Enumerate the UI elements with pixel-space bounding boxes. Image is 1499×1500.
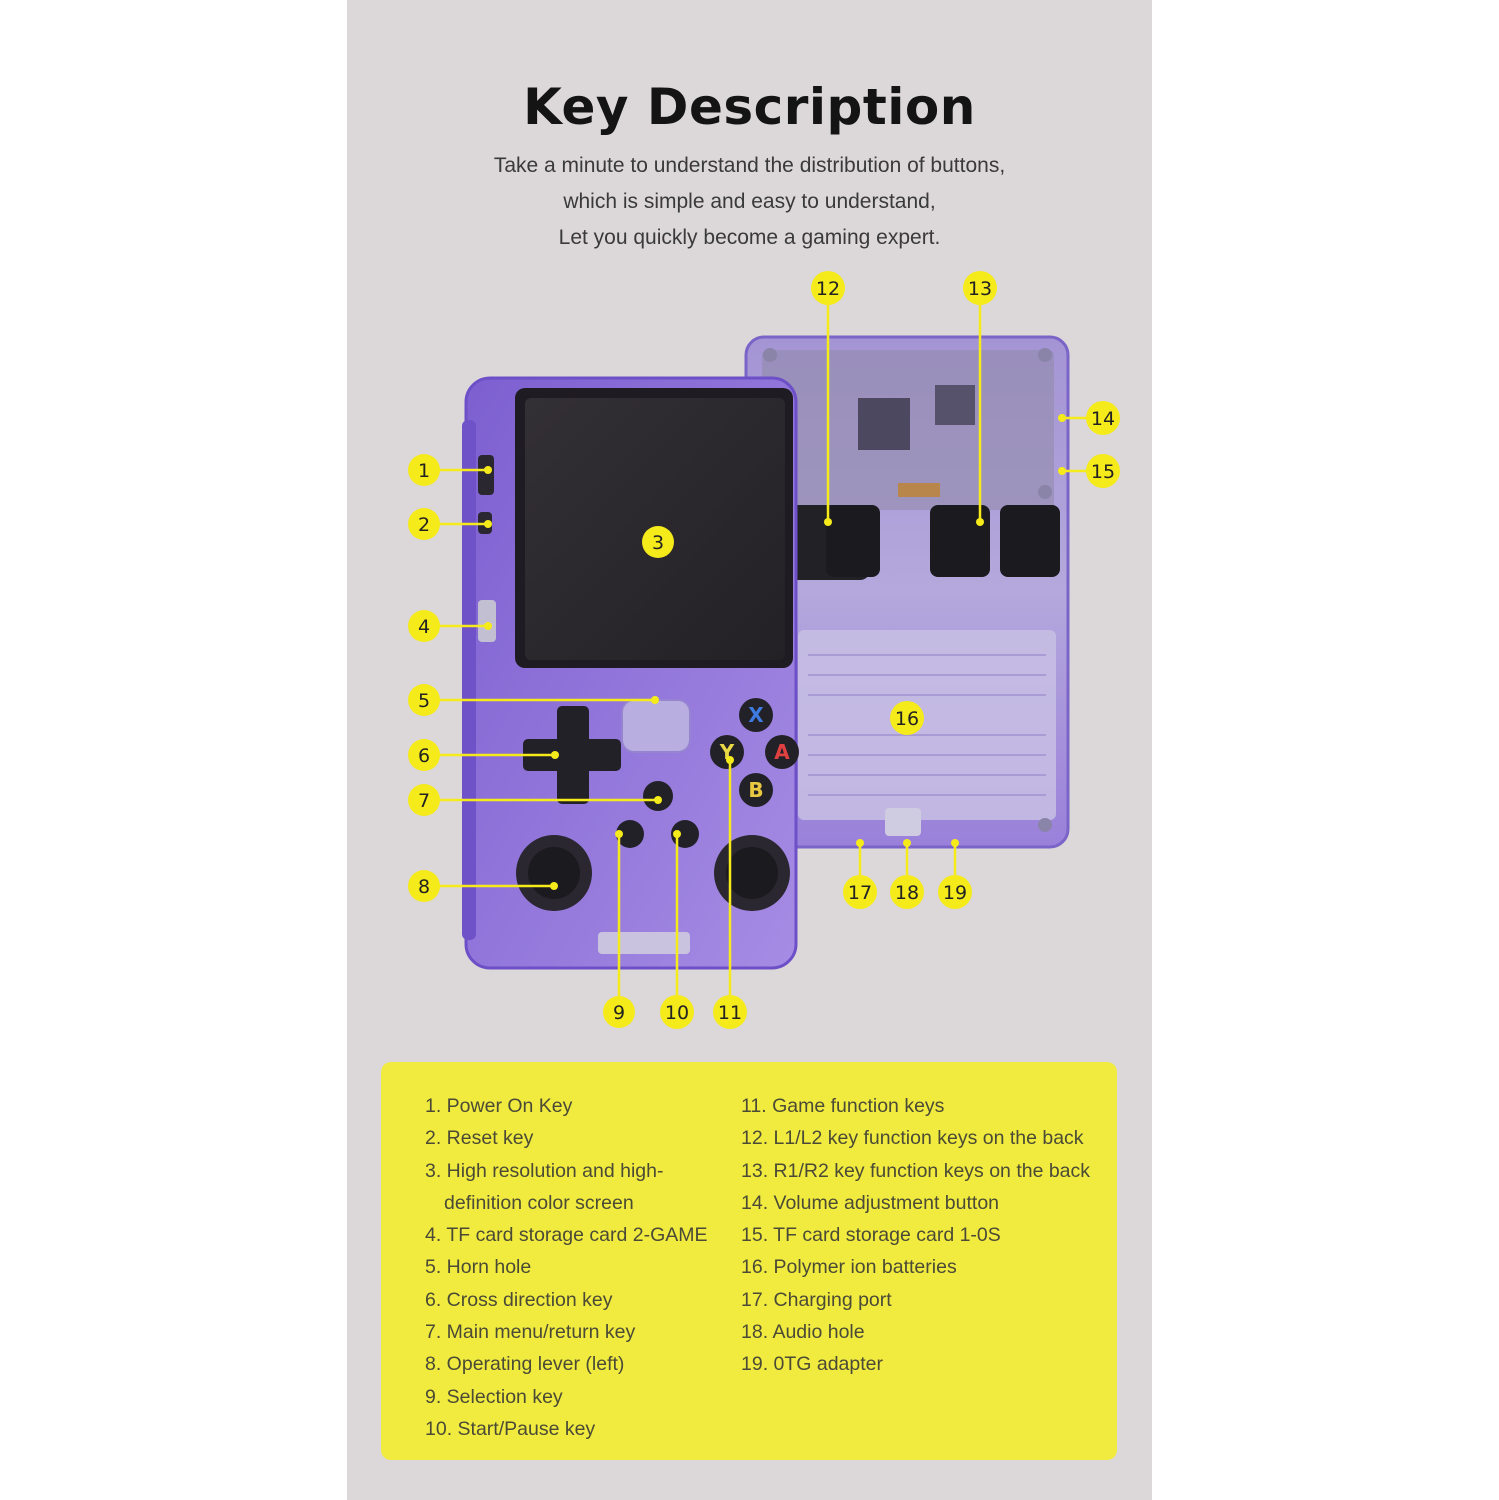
legend-item: 13. R1/R2 key function keys on the back (741, 1159, 1091, 1182)
legend-item: 5. Horn hole (425, 1256, 532, 1279)
callout-badge (890, 701, 924, 735)
callout-badge (1086, 454, 1120, 488)
callout-badge (642, 526, 674, 558)
subtitle-line-3: Let you quickly become a gaming expert. (558, 226, 941, 249)
screw (1038, 818, 1052, 832)
bottom-ports (598, 932, 690, 954)
button-x-letter: X (748, 703, 764, 727)
callout-badge (408, 739, 440, 771)
button-a-letter: A (774, 740, 790, 764)
callout-badge (713, 995, 747, 1029)
l2-trigger (826, 505, 880, 577)
callout-number: 11 (718, 1002, 742, 1024)
legend-item: 11. Game function keys (741, 1095, 945, 1117)
legend-item: 16. Polymer ion batteries (741, 1256, 957, 1279)
callout-badge (811, 271, 845, 305)
callout-number: 8 (418, 876, 430, 898)
callout-badge (408, 610, 440, 642)
callout-badge (660, 995, 694, 1029)
legend-column-left: 1. Power On Key 2. Reset key 3. High res… (425, 1090, 708, 1445)
screw (1038, 485, 1052, 499)
callout-badge (843, 875, 877, 909)
callout-badge (938, 875, 972, 909)
page-title: Key Description (523, 78, 976, 136)
speaker-grille (621, 699, 691, 753)
legend-item: 12. L1/L2 key function keys on the back (741, 1127, 1084, 1150)
face-buttons (710, 698, 799, 807)
r2-trigger (1000, 505, 1060, 577)
callout-number: 13 (968, 278, 992, 300)
chip-small (935, 385, 975, 425)
legend-item: 19. 0TG adapter (741, 1353, 884, 1376)
callout-number: 16 (895, 708, 919, 730)
tf-slot (478, 600, 496, 642)
select-button (616, 820, 644, 848)
battery-ridges (808, 654, 1046, 796)
callout-dots (484, 414, 1066, 890)
callout-badge (963, 271, 997, 305)
legend-item: 8. Operating lever (left) (425, 1353, 625, 1376)
device-front: X Y A B (462, 376, 799, 970)
battery-pack (798, 630, 1056, 820)
callout-number: 1 (418, 460, 430, 482)
key-legend: 1. Power On Key 2. Reset key 3. High res… (381, 1062, 1117, 1460)
callout-number: 12 (816, 278, 840, 300)
side-edge (462, 420, 476, 940)
callout-number: 9 (613, 1002, 625, 1024)
legend-item: 15. TF card storage card 1-0S (741, 1224, 1001, 1247)
callout-number: 7 (418, 790, 430, 812)
subtitle-line-1: Take a minute to understand the distribu… (493, 154, 1006, 177)
callout-number: 10 (665, 1002, 689, 1024)
legend-item: 9. Selection key (425, 1385, 563, 1408)
legend-column-right: 11. Game function keys 12. L1/L2 key fun… (741, 1090, 1090, 1381)
legend-item: 7. Main menu/return key (425, 1321, 636, 1344)
legend-item: definition color screen (444, 1191, 634, 1214)
callout-number: 5 (418, 690, 430, 712)
callout-badge (603, 996, 635, 1028)
chip (858, 398, 910, 450)
screw (1038, 348, 1052, 362)
device-back (744, 335, 1070, 849)
callout-lines (424, 288, 1103, 1012)
callout-badge (408, 454, 440, 486)
r1-trigger (930, 505, 990, 577)
callout-number: 19 (943, 882, 967, 904)
power-switch (478, 455, 494, 495)
callout-number: 18 (895, 882, 919, 904)
callout-number: 14 (1091, 408, 1115, 430)
legend-item: 14. Volume adjustment button (741, 1191, 1000, 1214)
callout-badge (408, 508, 440, 540)
legend-item: 1. Power On Key (425, 1095, 573, 1117)
legend-item: 4. TF card storage card 2-GAME (425, 1224, 708, 1247)
legend-item: 3. High resolution and high- (425, 1159, 664, 1182)
right-joystick-cap (726, 847, 778, 899)
ribbon-connector (898, 483, 940, 497)
callout-number: 15 (1091, 461, 1115, 483)
button-b-letter: B (748, 778, 763, 802)
dpad (523, 706, 621, 804)
legend-item: 17. Charging port (741, 1288, 892, 1311)
legend-item: 18. Audio hole (741, 1321, 865, 1344)
callout-badge (1086, 401, 1120, 435)
screw (763, 348, 777, 362)
legend-item: 2. Reset key (425, 1127, 534, 1150)
callout-badges: 1 2 3 4 5 6 7 8 9 10 11 12 13 14 15 16 1… (408, 271, 1120, 1029)
callout-badge (890, 875, 924, 909)
subtitle-line-2: which is simple and easy to understand, (563, 190, 936, 213)
callout-badge (408, 684, 440, 716)
callout-number: 17 (848, 882, 872, 904)
legend-item: 6. Cross direction key (425, 1288, 613, 1311)
callout-number: 4 (418, 616, 430, 638)
left-joystick-cap (528, 847, 580, 899)
callout-badge (408, 870, 440, 902)
callout-badge (408, 784, 440, 816)
callout-number: 2 (418, 514, 430, 536)
audio-port (885, 808, 921, 836)
callout-number: 3 (652, 532, 664, 554)
legend-item: 10. Start/Pause key (425, 1417, 596, 1440)
callout-number: 6 (418, 745, 430, 767)
